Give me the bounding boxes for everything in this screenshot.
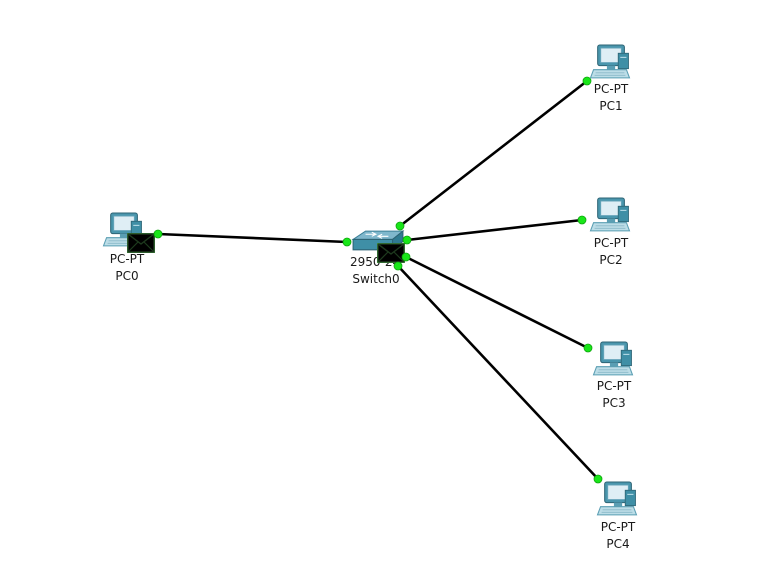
device-name-label: PC1: [599, 99, 622, 113]
link-up-indicator: [401, 252, 411, 262]
link-up-indicator: [393, 261, 403, 271]
links-layer: [156, 79, 600, 481]
device-name-label: Switch0: [352, 272, 399, 286]
link-up-indicator: [153, 229, 163, 239]
device-pc1[interactable]: PC-PT PC1: [589, 44, 631, 113]
device-model-label: PC-PT: [594, 236, 629, 250]
link-up-indicator: [582, 76, 592, 86]
link-up-indicator: [583, 343, 593, 353]
device-pc4[interactable]: PC-PT PC4: [596, 481, 638, 551]
device-pc0[interactable]: PC-PT PC0: [102, 212, 145, 283]
pdu-switch0[interactable]: [377, 243, 405, 263]
pc-icon: [589, 197, 631, 232]
link-indicators: [153, 76, 603, 484]
link-pc3-switch0[interactable]: [404, 255, 590, 350]
device-pc2[interactable]: PC-PT PC2: [589, 197, 631, 267]
device-model-label: PC-PT: [594, 82, 629, 96]
pdu-pc0[interactable]: [127, 233, 155, 253]
device-model-label: PC-PT: [601, 520, 636, 534]
device-name-label: PC0: [115, 269, 138, 283]
link-up-indicator: [577, 215, 587, 225]
device-model-label: PC-PT: [110, 252, 145, 266]
pc-icon: [596, 481, 638, 516]
device-pc3[interactable]: PC-PT PC3: [592, 341, 634, 410]
link-pc4-switch0[interactable]: [396, 264, 600, 481]
device-name-label: PC2: [599, 253, 622, 267]
envelope-icon: [127, 233, 155, 253]
link-pc1-switch0[interactable]: [398, 79, 589, 228]
link-up-indicator: [402, 235, 412, 245]
pc-icon: [589, 44, 631, 79]
device-model-label: PC-PT: [597, 379, 632, 393]
device-name-label: PC3: [602, 396, 625, 410]
pc-icon: [592, 341, 634, 376]
link-pc0-switch0[interactable]: [156, 232, 349, 244]
link-pc2-switch0[interactable]: [405, 218, 584, 242]
link-up-indicator: [395, 221, 405, 231]
link-up-indicator: [342, 237, 352, 247]
link-up-indicator: [593, 474, 603, 484]
envelope-icon: [377, 243, 405, 263]
device-name-label: PC4: [606, 537, 629, 551]
